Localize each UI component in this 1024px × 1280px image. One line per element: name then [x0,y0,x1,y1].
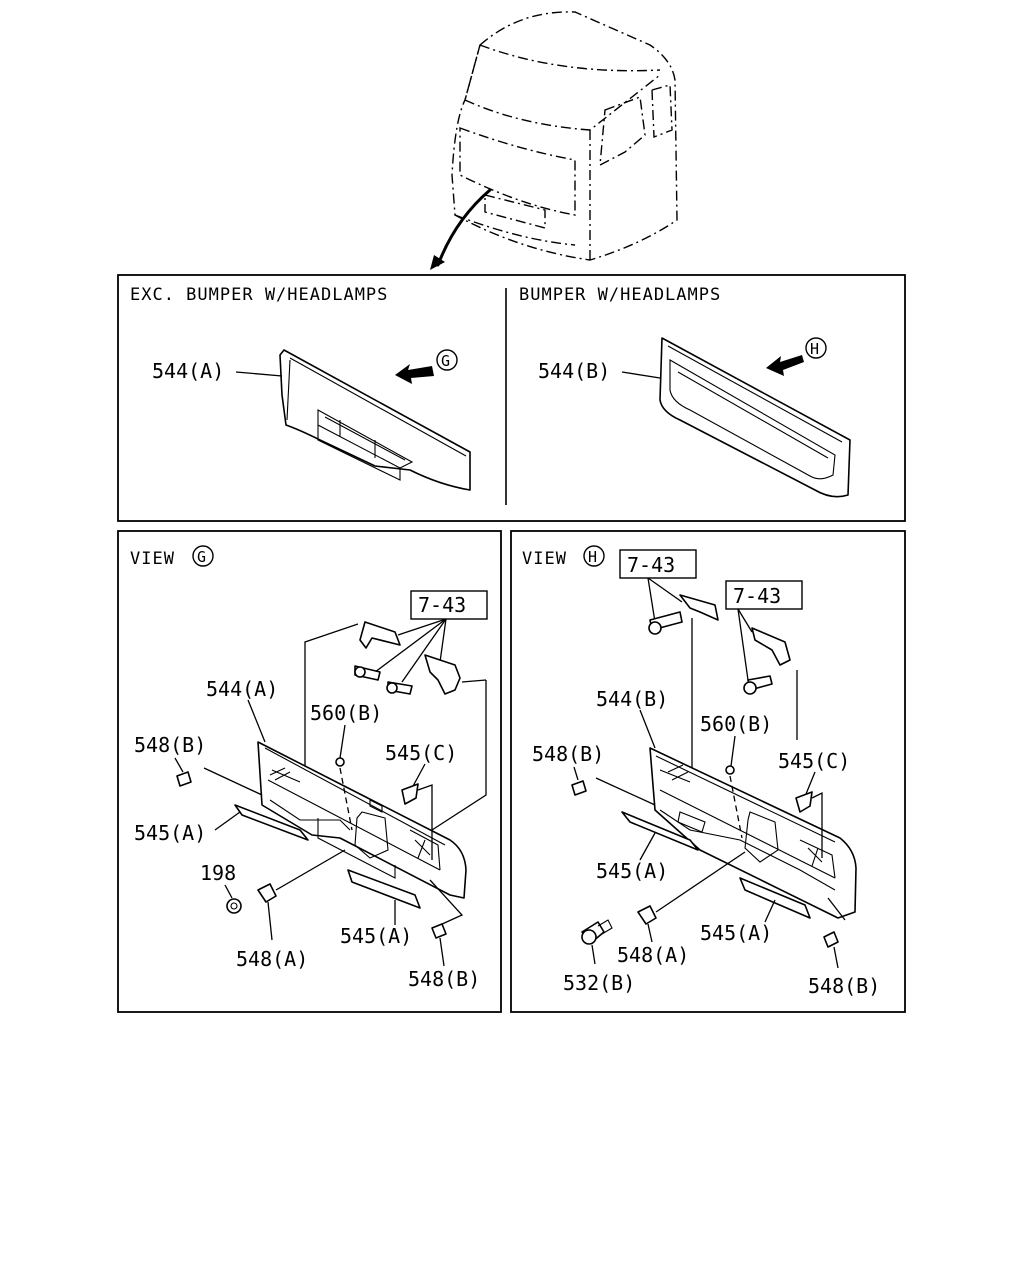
label-545a-right-h: 545(A) [700,921,772,945]
label-545a-left-h: 545(A) [596,859,668,883]
arrow-g-letter: G [441,352,450,370]
label-532b-h: 532(B) [563,971,635,995]
arrow-h-letter: H [810,340,819,358]
label-548b-left-g: 548(B) [134,733,206,757]
truck-cab-illustration [430,11,678,270]
label-544b-h: 544(B) [596,687,668,711]
label-7-43-g: 7-43 [418,593,466,617]
label-548b-bottom-g: 548(B) [408,967,480,991]
top-panel: EXC. BUMPER W/HEADLAMPS BUMPER W/HEADLAM… [117,274,906,522]
grille-544a-rear-illustration [257,741,467,899]
view-g-header: VIEW [130,549,175,569]
bolt-532b-illustration [581,919,613,945]
view-g-panel: VIEW G 7-43 [117,530,502,1013]
label-544b-top: 544(B) [538,359,610,383]
label-560b-h: 560(B) [700,712,772,736]
label-548a-h: 548(A) [617,943,689,967]
arrow-h-icon: H [766,337,827,376]
top-left-header: EXC. BUMPER W/HEADLAMPS [130,285,388,305]
label-545c-h: 545(C) [778,749,850,773]
grille-544b-rear-illustration [649,747,857,919]
arrow-g-icon: G [395,349,458,384]
label-560b-g: 560(B) [310,701,382,725]
label-545c-g: 545(C) [385,741,457,765]
label-545a-right-g: 545(A) [340,924,412,948]
label-548b-bottom-h: 548(B) [808,974,880,998]
view-h-panel: VIEW H 7-43 7-43 544(B) [510,530,906,1013]
top-right-header: BUMPER W/HEADLAMPS [519,285,721,305]
view-h-letter: H [588,548,597,566]
grille-544b-illustration [659,337,851,498]
label-544a-top: 544(A) [152,359,224,383]
grille-544a-illustration [279,349,471,491]
label-7-43-h-2: 7-43 [733,584,781,608]
label-548a-g: 548(A) [236,947,308,971]
label-544a-g: 544(A) [206,677,278,701]
label-548b-left-h: 548(B) [532,742,604,766]
view-h-header: VIEW [522,549,567,569]
label-545a-left-g: 545(A) [134,821,206,845]
label-198-g: 198 [200,861,236,885]
view-g-letter: G [197,548,206,566]
label-7-43-h-1: 7-43 [627,553,675,577]
